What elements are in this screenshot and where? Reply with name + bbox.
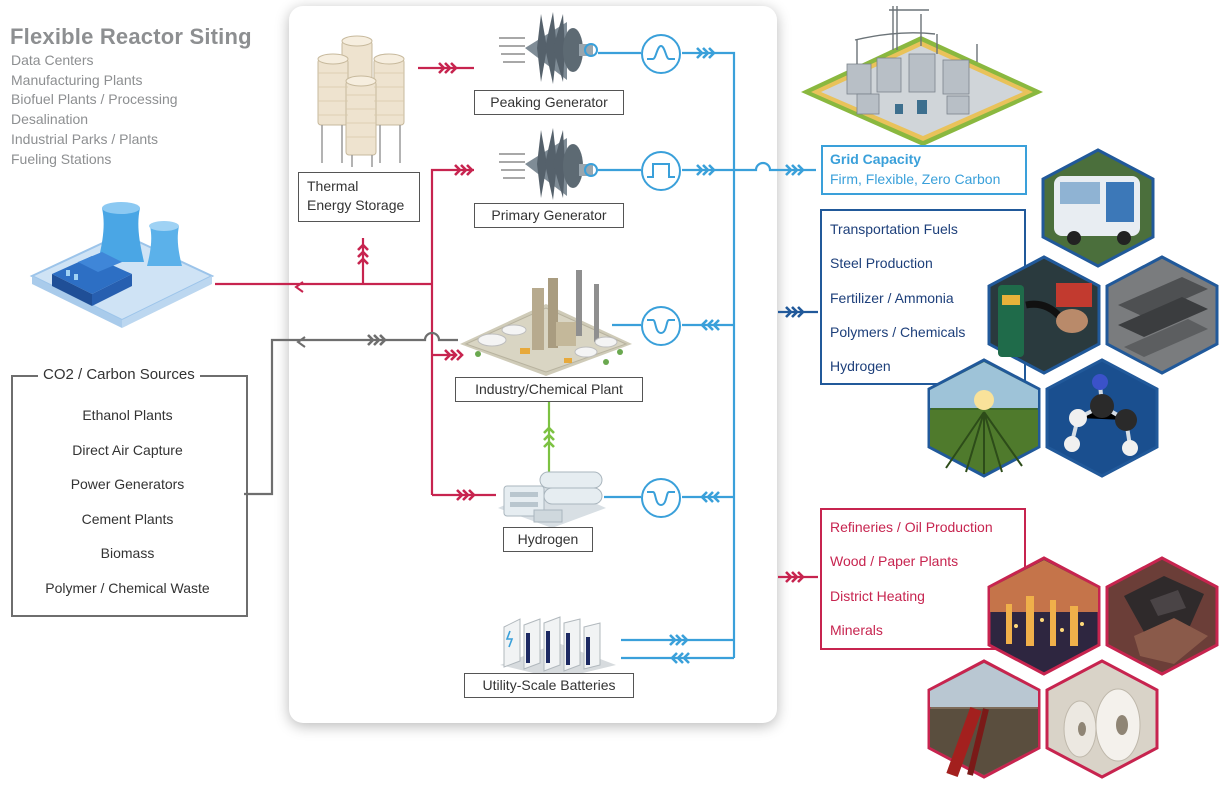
pipeline-photo [927,659,1041,779]
co2-source-item: Ethanol Plants [82,407,173,423]
siting-item: Biofuel Plants / Processing [11,91,178,108]
siting-item: Data Centers [11,52,94,68]
co2-source-item: Cement Plants [81,511,174,527]
product-item: Fertilizer / Ammonia [830,290,954,306]
heat-chevrons [357,62,805,583]
product-item: Steel Production [830,255,933,271]
dip-waveform-icon [641,306,681,346]
heat-use-item: District Heating [830,588,925,604]
siting-item: Fueling Stations [11,150,112,167]
co2-source-item: Power Generators [70,476,185,492]
grid-capacity-box [821,145,1027,195]
refinery-photo [987,556,1101,676]
siting-item: Manufacturing Plants [11,71,143,88]
siting-list: Data Centers Manufacturing Plants Biofue… [11,51,178,169]
heat-use-item: Minerals [830,622,883,638]
dip-waveform-icon [641,478,681,518]
co2-source-item: Polymer / Chemical Waste [45,580,210,596]
power-chevrons [669,47,805,664]
molecule-photo [1045,358,1159,478]
product-item: Transportation Fuels [830,221,958,237]
product-item: Polymers / Chemicals [830,324,966,340]
siting-title: Flexible Reactor Siting [10,24,252,49]
hydrogen-line [543,402,555,478]
industrial-plant-icon [460,270,632,376]
batteries-label: Utility-Scale Batteries [464,673,634,698]
heat-use-item: Refineries / Oil Production [830,519,993,535]
industry-plant-label: Industry/Chemical Plant [455,377,643,402]
thermal-storage-tanks-icon [317,35,405,167]
steel-beams-photo [1105,255,1219,375]
turbine-icon [499,12,598,84]
co2-sources-title: CO2 / Carbon Sources [38,366,200,383]
siting-item: Desalination [11,111,89,128]
minerals-photo [1105,556,1219,676]
grid-capacity-title: Grid Capacity [830,151,922,167]
thermal-storage-line: Thermal [307,178,359,194]
thermal-storage-line: Energy Storage [307,197,405,213]
carbon-lines [244,331,458,496]
reactor-icon [29,202,215,328]
hydrogen-label: Hydrogen [503,527,593,552]
co2-source-item: Direct Air Capture [72,442,183,458]
fuel-pump-photo [987,255,1101,375]
crop-field-photo [927,358,1041,478]
peaking-generator-label: Peaking Generator [474,90,624,115]
thermal-storage-label: Thermal Energy Storage [298,172,420,222]
square-waveform-icon [641,151,681,191]
heat-use-item: Wood / Paper Plants [830,553,959,569]
primary-generator-label: Primary Generator [474,203,624,228]
substation-icon [801,6,1043,146]
hydrogen-tanks-icon [498,471,606,528]
battery-icon [500,616,616,679]
co2-source-item: Biomass [100,545,155,561]
product-item: Hydrogen [830,358,891,374]
siting-item: Industrial Parks / Plants [11,130,159,147]
paper-rolls-photo [1045,659,1159,779]
turbine-icon [499,128,598,200]
peak-waveform-icon [641,34,681,74]
product-line [778,306,818,318]
bus-photo [1041,148,1155,268]
grid-capacity-subtitle: Firm, Flexible, Zero Carbon [830,171,1001,187]
